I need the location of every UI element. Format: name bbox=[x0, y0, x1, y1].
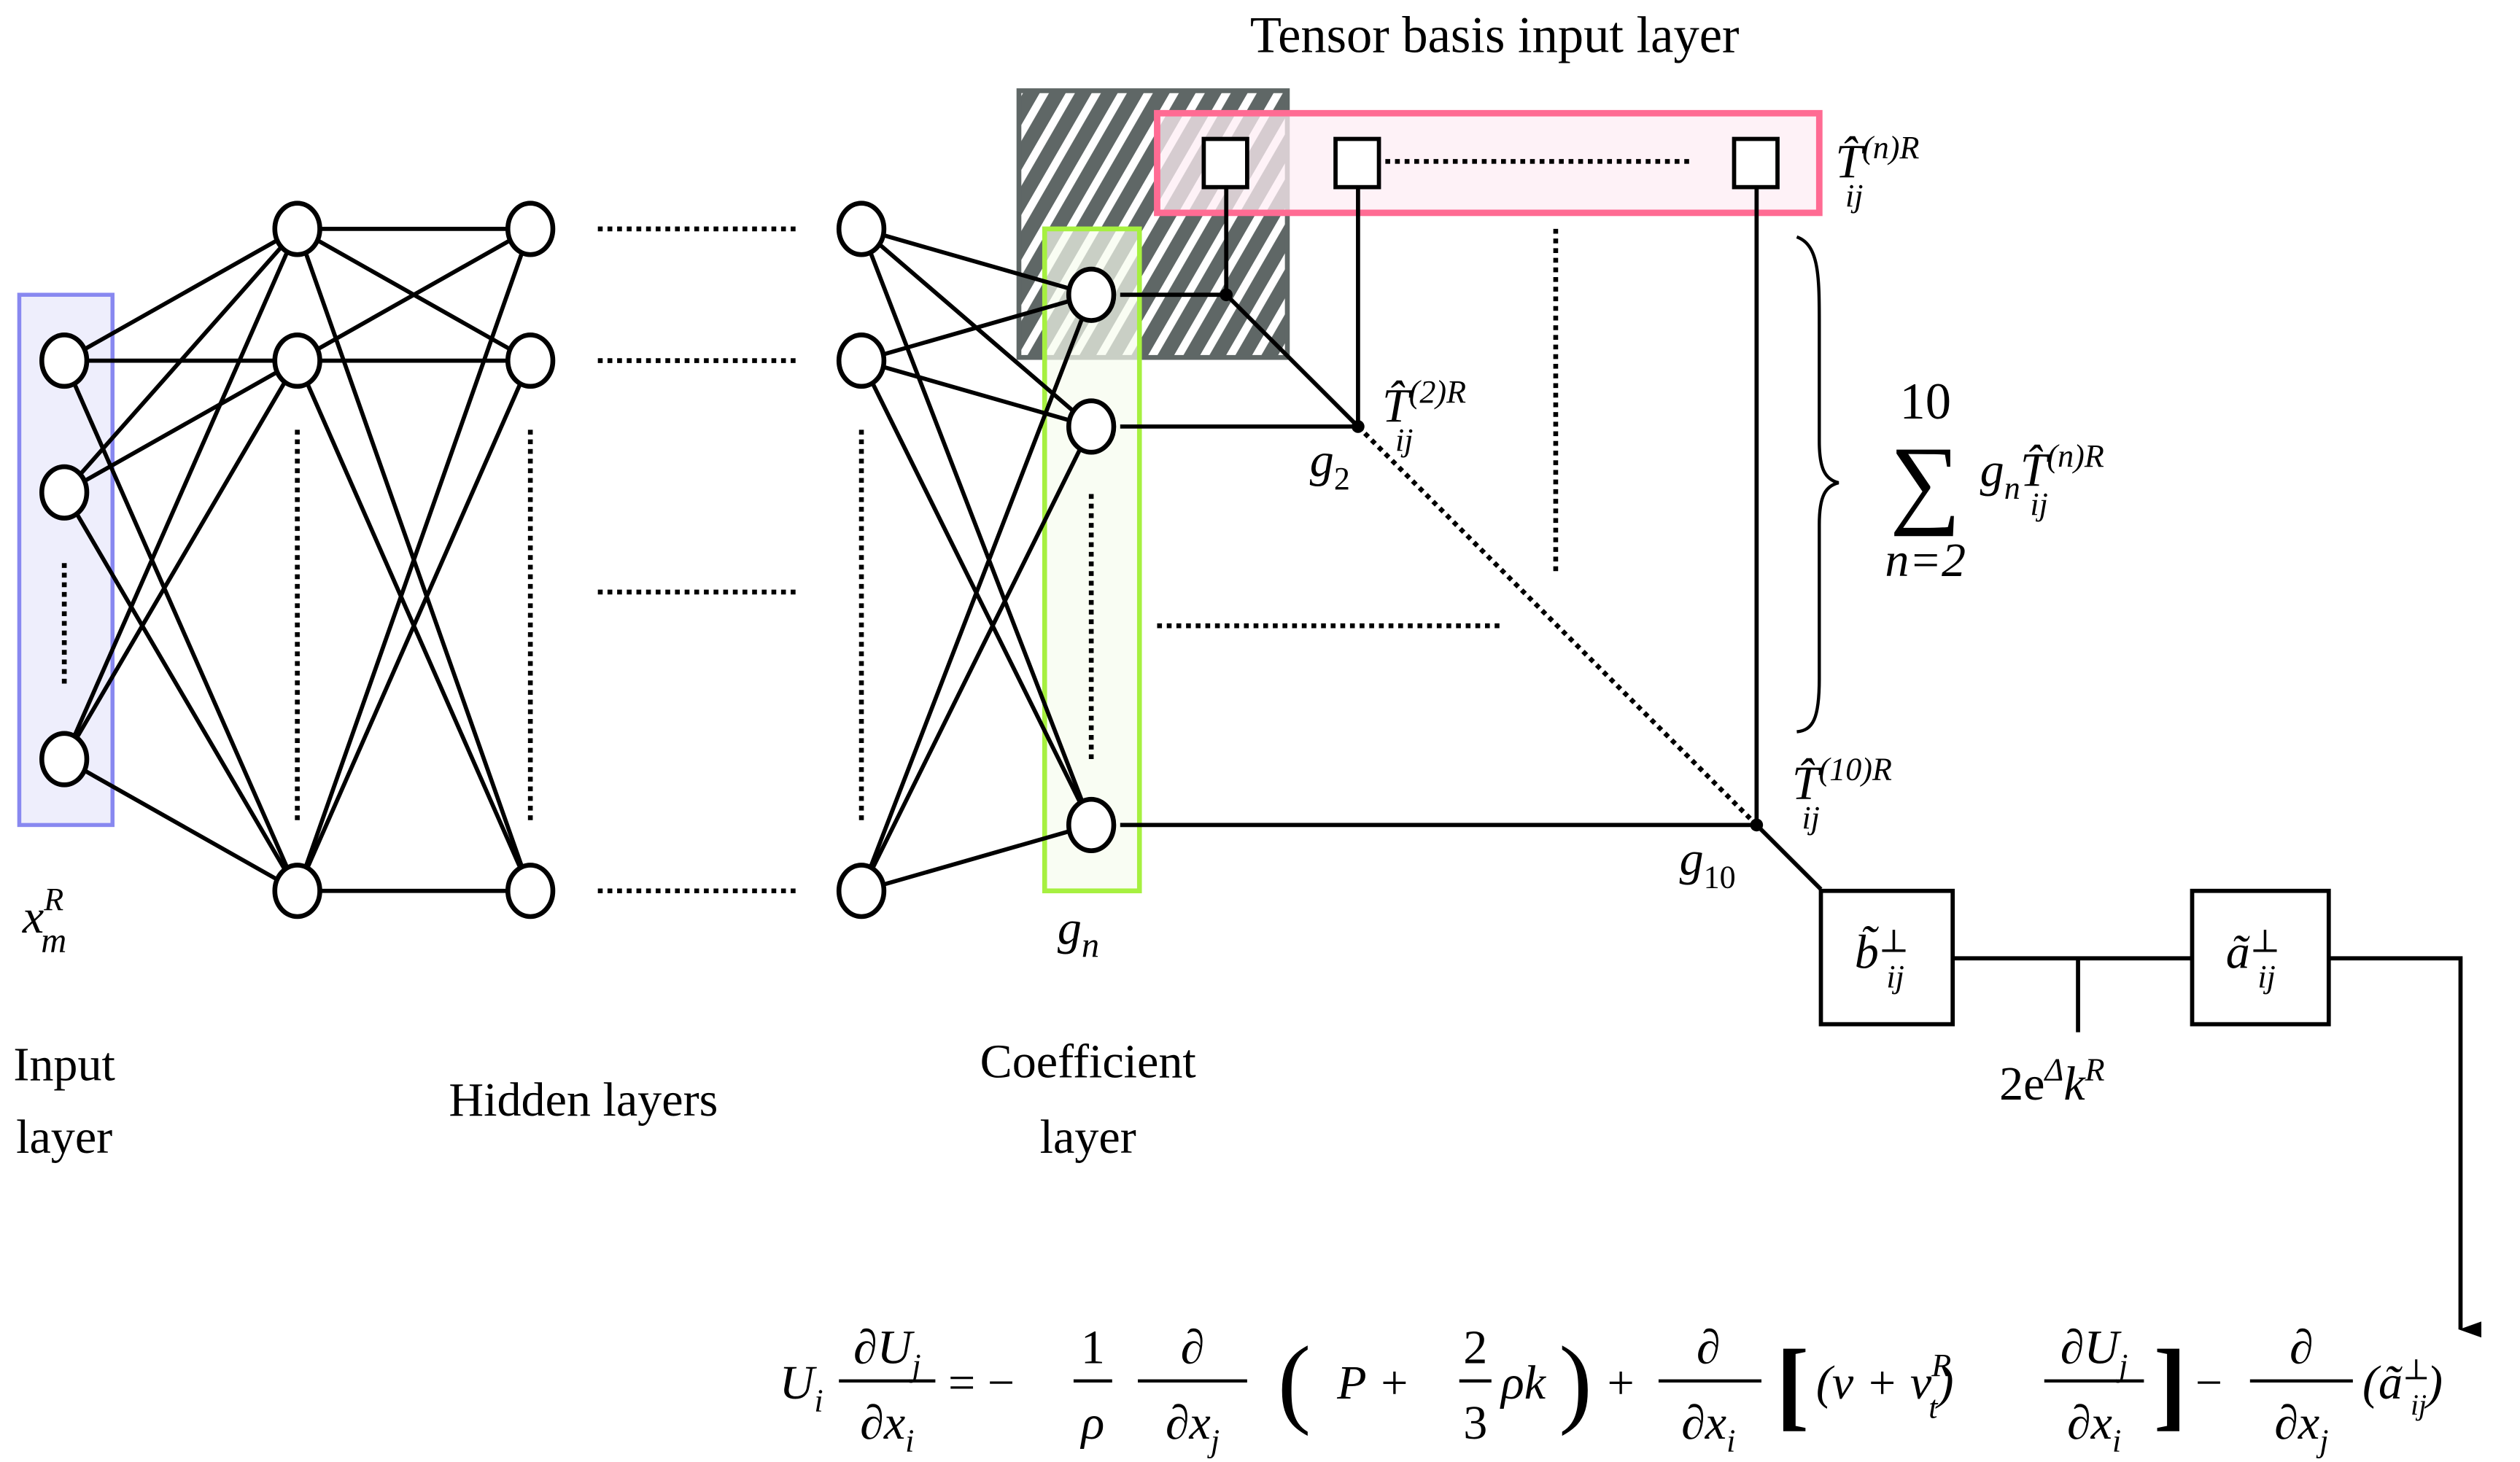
hidden-node bbox=[272, 863, 322, 919]
sum-lower-limit: n=2 bbox=[1885, 534, 1966, 587]
edges-hidden-coefficient bbox=[859, 227, 1093, 893]
input-node bbox=[39, 464, 90, 521]
g2-label: g2 bbox=[1310, 434, 1350, 497]
ellipsis-dots bbox=[61, 159, 1759, 894]
hidden-node bbox=[836, 863, 887, 919]
tensor-basis-title: Tensor basis input layer bbox=[1250, 7, 1740, 64]
coefficient-node bbox=[1066, 398, 1117, 455]
svg-text:−: − bbox=[2195, 1356, 2222, 1409]
input-node bbox=[39, 731, 90, 788]
svg-text:∂xi: ∂xi bbox=[2067, 1396, 2121, 1459]
coefficient-node bbox=[1066, 796, 1117, 853]
edges-input-hidden1 bbox=[62, 227, 300, 893]
sum-brace bbox=[1796, 235, 1839, 734]
tensor-basis-node-1 bbox=[1201, 136, 1249, 190]
svg-text:∂: ∂ bbox=[2290, 1321, 2314, 1374]
svg-text:2: 2 bbox=[1463, 1321, 1487, 1374]
svg-text:∂xi: ∂xi bbox=[860, 1396, 914, 1459]
svg-text:[: [ bbox=[1776, 1329, 1810, 1439]
coef-var-label: gn bbox=[1058, 901, 1099, 965]
edges-hidden1-hidden2 bbox=[295, 227, 532, 893]
hidden-node bbox=[836, 333, 887, 389]
svg-text:1: 1 bbox=[1081, 1321, 1105, 1374]
hidden-node bbox=[272, 333, 322, 389]
svg-text:(: ( bbox=[1278, 1326, 1311, 1436]
svg-text:∂xi: ∂xi bbox=[1681, 1396, 1735, 1459]
scale-factor-label: 2eΔkR bbox=[1999, 1052, 2105, 1111]
svg-text:ρk: ρk bbox=[1500, 1356, 1547, 1409]
coefficient-layer-box bbox=[1042, 226, 1142, 894]
coefficient-node bbox=[1066, 266, 1117, 323]
input-nodes bbox=[39, 333, 90, 788]
g10-label: g10 bbox=[1680, 833, 1736, 895]
a-tensor-label: ã⊥ij bbox=[2226, 923, 2280, 994]
svg-text:ρ: ρ bbox=[1079, 1396, 1104, 1450]
svg-text:∂xj: ∂xj bbox=[2274, 1396, 2328, 1459]
svg-text:∂: ∂ bbox=[1181, 1321, 1205, 1374]
coefficient-nodes bbox=[1066, 266, 1117, 853]
svg-text:3: 3 bbox=[1463, 1396, 1487, 1450]
sum-upper-limit: 10 bbox=[1899, 373, 1951, 430]
tensor-wiring bbox=[1120, 187, 2482, 1338]
sum-symbol: ∑ bbox=[1890, 426, 1961, 537]
svg-text:∂xj: ∂xj bbox=[1166, 1396, 1220, 1459]
b-tensor-box bbox=[1818, 888, 1955, 1027]
svg-text:∂Uj: ∂Uj bbox=[853, 1321, 921, 1384]
svg-text:(ã⊥ij): (ã⊥ij) bbox=[2362, 1354, 2443, 1421]
svg-text:= −: = − bbox=[948, 1356, 1015, 1409]
hidden-node bbox=[272, 201, 322, 257]
hidden-node bbox=[836, 201, 887, 257]
input-node bbox=[39, 333, 90, 389]
svg-text:(ν + νRt): (ν + νRt) bbox=[1816, 1348, 1954, 1425]
hidden-layers-label: Hidden layers bbox=[449, 1073, 718, 1127]
hidden-node bbox=[505, 333, 556, 389]
svg-text:+: + bbox=[1607, 1356, 1634, 1409]
hidden-node bbox=[505, 201, 556, 257]
tensor-basis-node-2 bbox=[1333, 136, 1381, 190]
a-tensor-box bbox=[2190, 888, 2331, 1027]
svg-text:): ) bbox=[1559, 1326, 1592, 1436]
tensor-basis-node-n bbox=[1732, 136, 1780, 190]
svg-text:Ui: Ui bbox=[780, 1356, 823, 1419]
svg-text:∂Uj: ∂Uj bbox=[2060, 1321, 2128, 1384]
tensor-basis-box bbox=[1154, 109, 1823, 217]
b-tensor-label: b̃⊥ij bbox=[1855, 923, 1909, 994]
rans-equation: Ui ∂Uj ∂xi = − 1 ρ ∂ ∂xj ( P + 2 3 ρk ) … bbox=[780, 1321, 2443, 1459]
svg-text:P +: P + bbox=[1336, 1356, 1410, 1409]
svg-text:∂: ∂ bbox=[1697, 1321, 1721, 1374]
hidden-node bbox=[505, 863, 556, 919]
hidden-nodes bbox=[272, 201, 887, 919]
svg-text:]: ] bbox=[2154, 1329, 2187, 1439]
